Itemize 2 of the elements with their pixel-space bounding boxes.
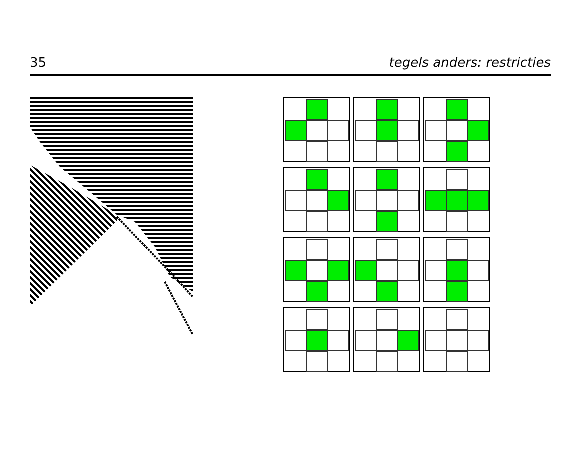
page-number: 35 (30, 56, 47, 72)
slide-title: tegels anders: restricties (389, 56, 551, 72)
